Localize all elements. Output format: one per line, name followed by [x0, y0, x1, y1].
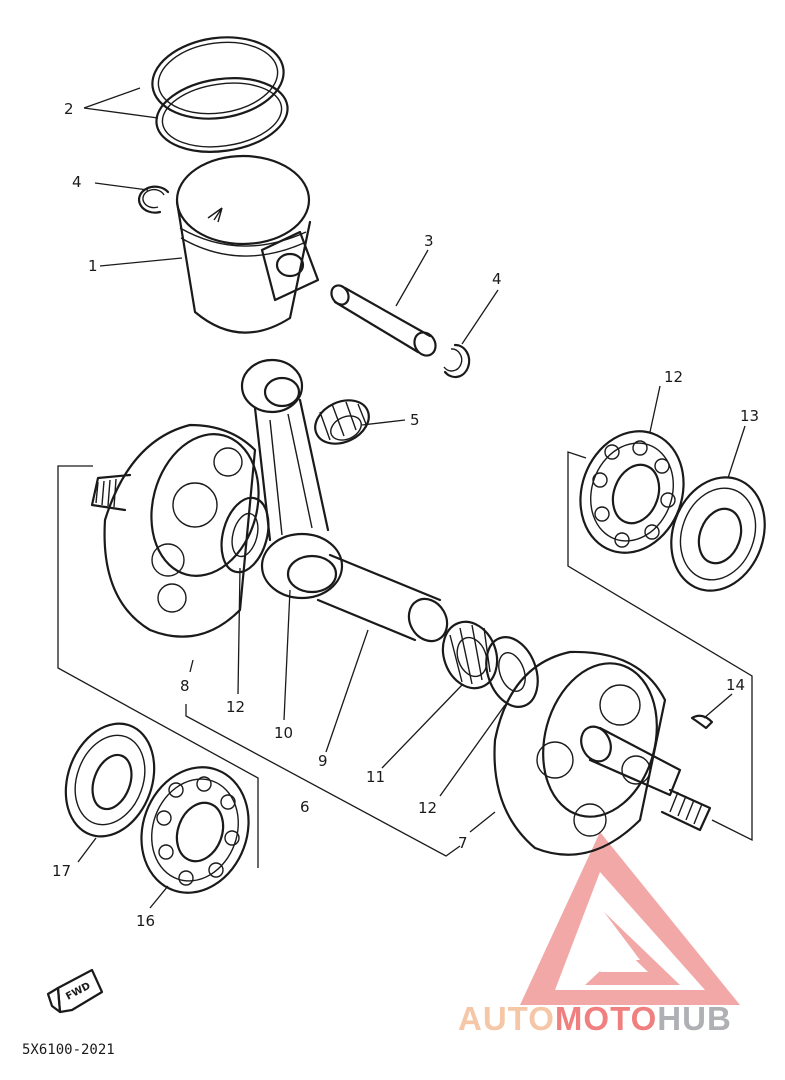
callout-17: 17	[52, 862, 71, 880]
callout-1: 1	[88, 257, 98, 275]
oil-seal-right	[670, 476, 766, 592]
callout-5: 5	[410, 411, 420, 429]
callout-12-left: 12	[226, 698, 245, 716]
connecting-rod	[240, 358, 344, 600]
piston-pin	[330, 284, 437, 357]
assembly-brackets	[57, 451, 753, 868]
callout-3: 3	[424, 232, 434, 250]
forward-arrow-icon: FWD	[46, 968, 104, 1014]
callout-14: 13	[740, 407, 759, 425]
callout-15: 14	[726, 676, 745, 694]
circlip-left	[138, 185, 170, 214]
watermark-logo-mark	[520, 832, 740, 1005]
callout-11: 11	[366, 768, 385, 786]
diagram-code: 5X6100-2021	[22, 1042, 115, 1058]
watermark-text: AUTOMOTOHUB	[458, 1000, 732, 1037]
callout-4-left: 4	[72, 173, 82, 191]
thrust-washer-right	[485, 636, 539, 708]
callout-13: 12	[664, 368, 683, 386]
callout-8: 8	[180, 677, 190, 695]
callout-7: 7	[458, 834, 468, 852]
leader-lines	[77, 87, 746, 909]
callout-9: 9	[318, 752, 328, 770]
main-bearing-left	[140, 766, 250, 894]
watermark-word-moto: MOTO	[555, 1000, 657, 1037]
big-end-bearing	[441, 620, 499, 690]
callout-16: 16	[136, 912, 155, 930]
crank-half-right	[493, 650, 712, 856]
callout-12-right: 12	[418, 799, 437, 817]
callout-labels: 2 4 1 3 4 5 12 13 14 8 12 10 9 11 6 12 7…	[52, 100, 759, 930]
woodruff-key	[690, 714, 714, 730]
watermark-word-hub: HUB	[657, 1000, 732, 1037]
crank-pin	[316, 553, 449, 643]
thrust-washer-left	[220, 496, 270, 574]
crank-half-left	[90, 423, 260, 638]
callout-2: 2	[64, 100, 74, 118]
callout-6: 6	[300, 798, 310, 816]
callout-4-right: 4	[492, 270, 502, 288]
oil-seal-left	[64, 722, 156, 838]
main-bearing-right	[579, 430, 685, 554]
piston-rings	[151, 36, 289, 153]
circlip-right	[443, 343, 471, 379]
piston	[175, 154, 320, 334]
callout-10: 10	[274, 724, 293, 742]
watermark-word-auto: AUTO	[458, 1000, 555, 1037]
small-end-bearing	[314, 399, 370, 445]
